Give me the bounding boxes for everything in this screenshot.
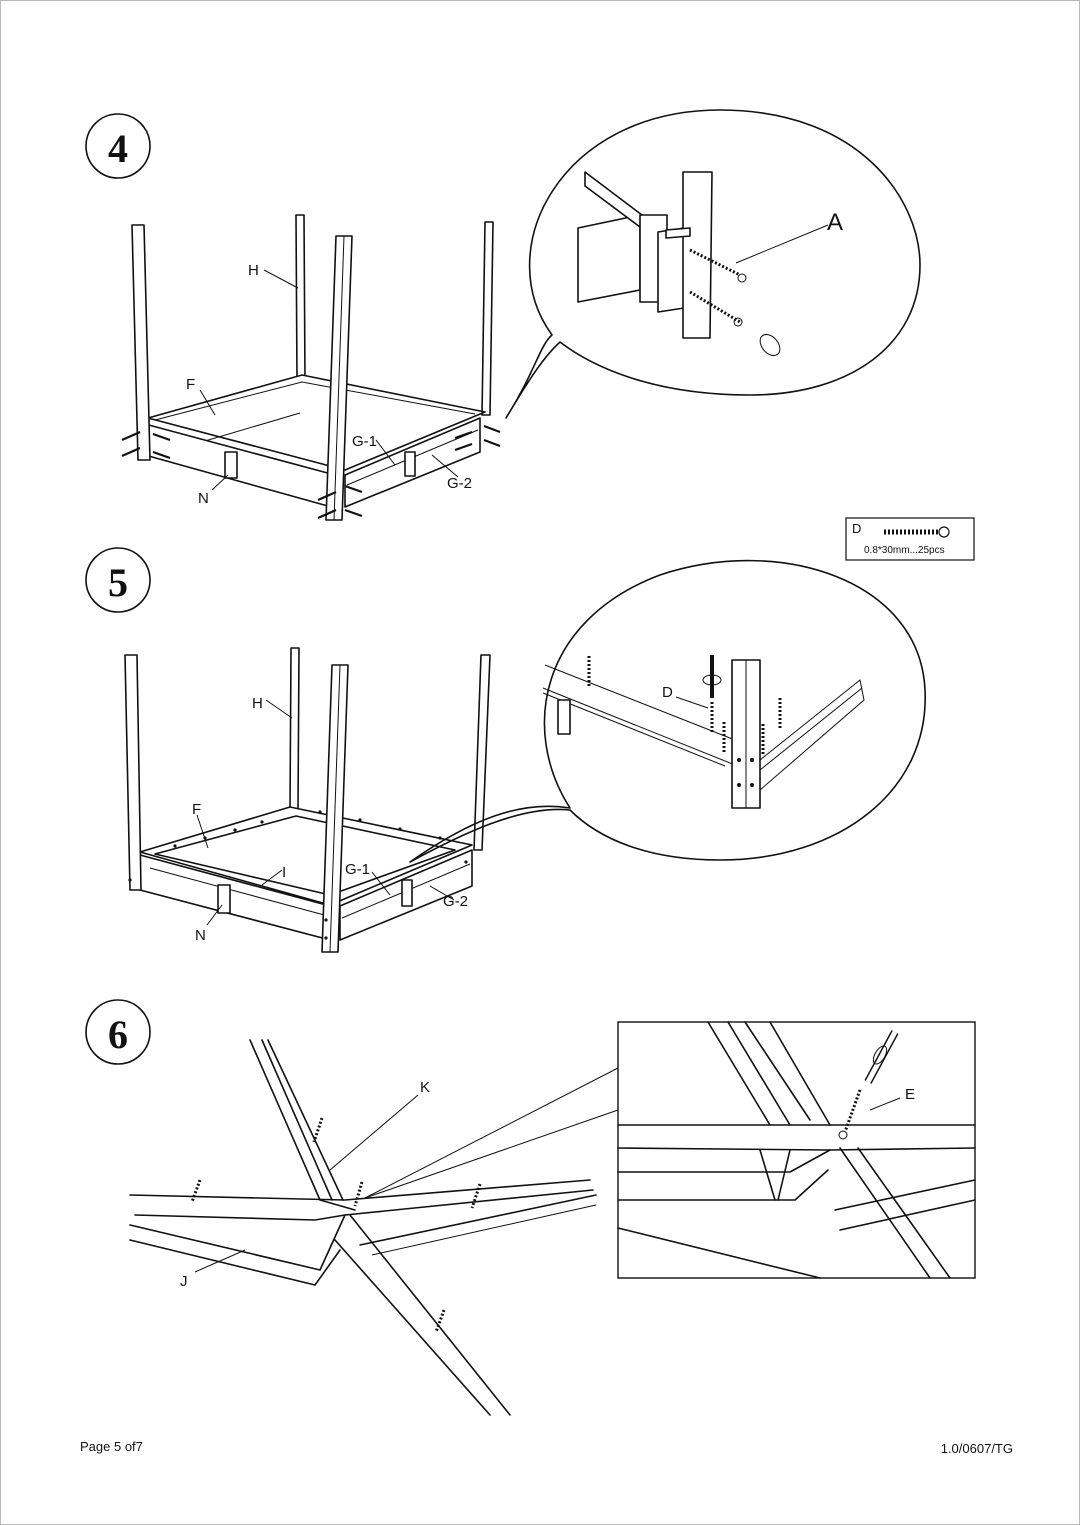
version-code: 1.0/0607/TG xyxy=(940,1441,1013,1456)
label-K: K xyxy=(420,1079,430,1096)
label-G2: G-2 xyxy=(443,893,468,910)
label-F: F xyxy=(186,376,195,393)
screw-D-icons xyxy=(587,656,782,754)
label-I: I xyxy=(282,864,286,881)
label-H: H xyxy=(252,695,263,712)
step-4-circle xyxy=(85,113,151,179)
label-D: D xyxy=(662,684,673,701)
screw-D-icon xyxy=(884,526,950,538)
label-A: A xyxy=(827,209,843,236)
bracket-N xyxy=(217,884,231,914)
floor-panel-F xyxy=(147,374,486,471)
step-6-circle xyxy=(85,999,151,1065)
post-back-right xyxy=(473,654,491,851)
post-front-left xyxy=(131,224,151,461)
screw-E-detail-icon xyxy=(838,1089,862,1140)
parts-box-letter: D xyxy=(852,521,861,536)
step-4-number: 4 xyxy=(108,126,128,171)
step-4: 4 xyxy=(85,109,921,521)
label-N: N xyxy=(195,927,206,944)
label-G1: G-1 xyxy=(352,433,377,450)
step-6: 6 xyxy=(85,999,976,1416)
step-5: 5 xyxy=(85,547,926,953)
step-6-frame-drawing: K J xyxy=(129,1039,619,1416)
step-5-circle xyxy=(85,547,151,613)
step-6-detail-box: E xyxy=(617,1021,976,1279)
screw-E-icons xyxy=(190,1117,482,1333)
label-J: J xyxy=(180,1273,188,1290)
post-back-mid xyxy=(289,647,300,811)
step-5-frame-drawing: H F I G-1 G-2 N xyxy=(124,647,491,953)
parts-box-spec: 0.8*30mm...25pcs xyxy=(864,545,945,556)
label-G1: G-1 xyxy=(345,861,370,878)
bolt-A-icon xyxy=(689,248,741,277)
post-front-left xyxy=(124,654,142,891)
page-number: Page 5 of7 xyxy=(80,1439,143,1454)
step-4-frame-drawing: H F G-1 G-2 N xyxy=(121,214,501,521)
rim-screws xyxy=(128,810,468,940)
step-5-number: 5 xyxy=(108,560,128,605)
step-5-detail-bubble: D xyxy=(409,559,926,863)
step-4-detail-bubble: A xyxy=(505,109,921,419)
screwdriver-icon xyxy=(702,655,722,698)
wrench-icon xyxy=(759,333,781,357)
label-N: N xyxy=(198,490,209,507)
label-G2: G-2 xyxy=(447,475,472,492)
post-back-mid xyxy=(295,214,306,381)
label-F: F xyxy=(192,801,201,818)
bracket-N xyxy=(224,451,238,479)
label-H: H xyxy=(248,262,259,279)
label-E: E xyxy=(905,1086,915,1103)
bolts-step4 xyxy=(121,424,501,520)
parts-box-D: D 0.8*30mm...25pcs xyxy=(845,517,975,561)
post-back-right xyxy=(481,221,494,416)
step-6-number: 6 xyxy=(108,1012,128,1057)
screwdriver-icon xyxy=(864,1030,899,1084)
